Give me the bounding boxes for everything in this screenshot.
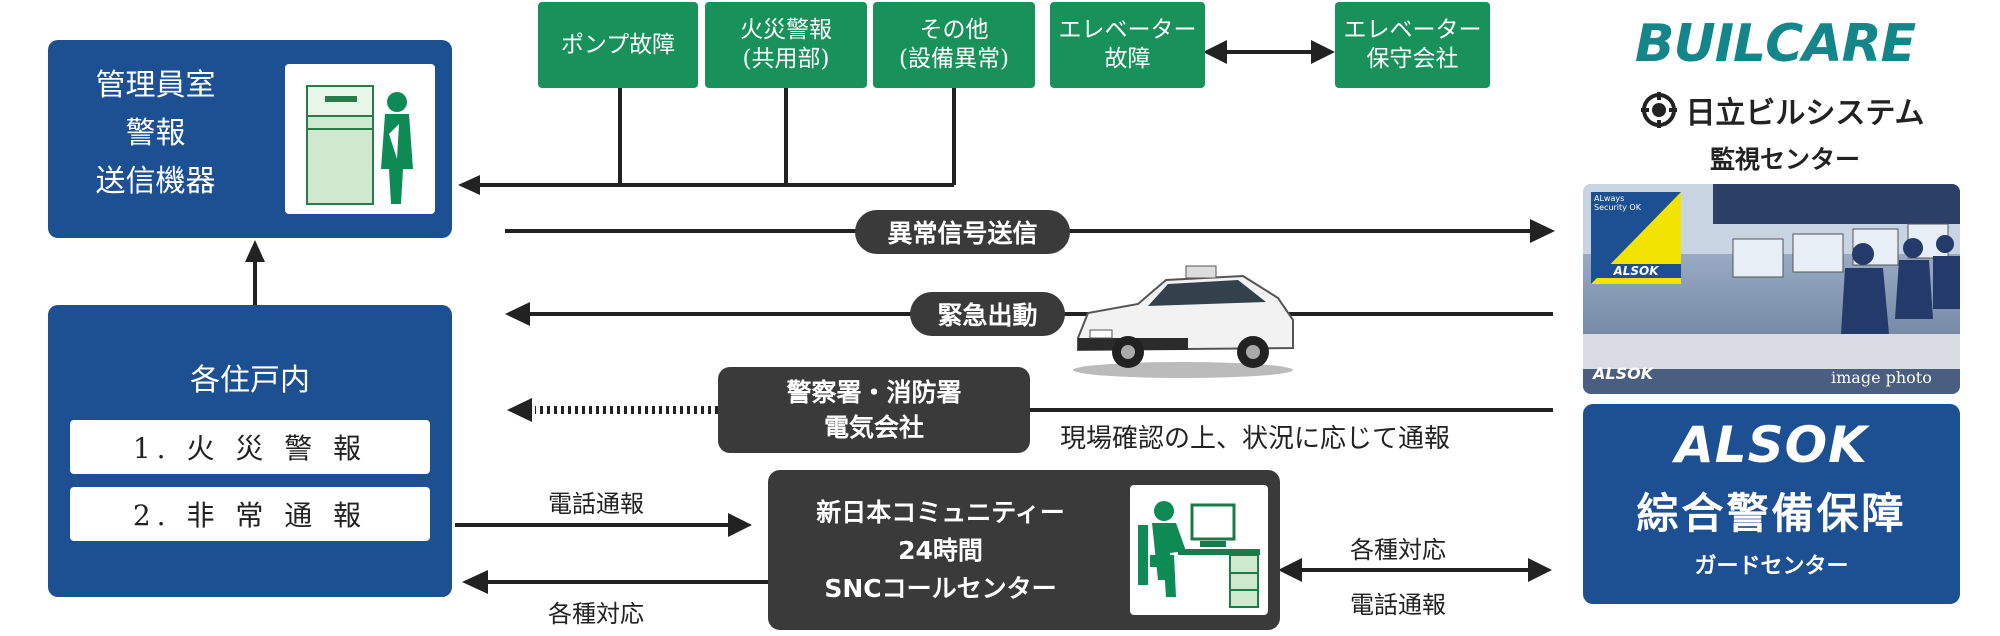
response-label-left: 各種対応 xyxy=(548,600,644,628)
pump-failure-label: ポンプ故障 xyxy=(560,31,676,58)
other-equipment-box: その他 (設備異常) xyxy=(873,2,1035,88)
hitachi-company-name: 日立ビルシステム xyxy=(1685,96,1925,131)
manager-room-text: 管理員室 警報 送信機器 xyxy=(48,62,263,206)
emergency-dispatch-pill: 緊急出動 xyxy=(910,292,1065,336)
arrowhead-call-right xyxy=(1528,558,1552,582)
call-center-line2: 24時間 xyxy=(898,536,983,565)
alsok-control-room-photo: ALways Security OK ALSOK ALSOK image pho… xyxy=(1583,184,1960,394)
control-room-scene xyxy=(1583,184,1960,394)
alarm-device-illustration xyxy=(285,64,435,214)
elevator-maint-label-1: エレベーター xyxy=(1343,17,1482,44)
alsok-company-name: 綜合警備保障 xyxy=(1636,489,1907,538)
builcare-logo: BUILCARE xyxy=(1634,14,1916,74)
arrowhead-phone xyxy=(728,513,752,537)
hitachi-company-row: 日立ビルシステム xyxy=(1628,88,1938,132)
arrowhead-up xyxy=(245,240,265,262)
other-label-1: その他 xyxy=(919,17,989,44)
police-fire-line1: 警察署・消防署 xyxy=(786,378,962,407)
response-label-right: 各種対応 xyxy=(1350,536,1446,564)
hitachi-emblem-icon xyxy=(1641,92,1678,128)
fire-common-label-1: 火災警報 xyxy=(740,17,832,44)
police-fire-line2: 電気会社 xyxy=(823,413,924,442)
arrowhead-response xyxy=(462,570,488,594)
elevator-maint-label-2: 保守会社 xyxy=(1366,46,1459,72)
image-photo-caption: image photo xyxy=(1831,368,1932,387)
fire-common-box: 火災警報 (共用部) xyxy=(705,2,867,88)
elevator-fault-box: エレベーター 故障 xyxy=(1050,2,1205,88)
elevator-maintenance-box: エレベーター 保守会社 xyxy=(1335,2,1490,88)
confirm-report-label: 現場確認の上、状況に応じて通報 xyxy=(1060,424,1451,454)
arrowhead-abnormal xyxy=(1530,219,1555,243)
arrowhead-elev-left xyxy=(1203,40,1227,64)
alsok-photo-sign: ALSOK xyxy=(1593,364,1654,383)
arrowhead-emergency xyxy=(505,302,530,326)
call-center-line1: 新日本コミュニティー xyxy=(816,498,1065,527)
manager-room-box: 管理員室 警報 送信機器 xyxy=(48,40,452,238)
alsok-photo-panel: ALways Security OK ALSOK xyxy=(1591,192,1681,284)
arrowhead-call-left xyxy=(1278,558,1302,582)
arrowhead-police xyxy=(507,398,532,422)
elevator-fault-label-1: エレベーター xyxy=(1058,17,1197,44)
patrol-car-image xyxy=(1073,265,1294,378)
alsok-photo-panel-logo: ALSOK xyxy=(1591,264,1681,278)
alsok-logo: ALSOK xyxy=(1675,416,1868,474)
alsok-guard-center-box: ALSOK 綜合警備保障 ガードセンター xyxy=(1583,404,1960,604)
guard-center-label: ガードセンター xyxy=(1694,554,1849,579)
residence-box: 各住戸内 1. 火 災 警 報 2. 非 常 通 報 xyxy=(48,305,452,597)
call-center-text: 新日本コミュニティー 24時間 SNCコールセンター xyxy=(768,494,1113,608)
abnormal-signal-pill: 異常信号送信 xyxy=(855,210,1070,254)
elevator-fault-label-2: 故障 xyxy=(1104,46,1151,72)
other-label-2: (設備異常) xyxy=(899,46,1009,72)
alarm-panel-icon xyxy=(306,85,413,205)
operator-illustration xyxy=(1130,485,1268,615)
phone-report-label-right: 電話通報 xyxy=(1350,591,1446,619)
call-center-box: 新日本コミュニティー 24時間 SNCコールセンター xyxy=(768,470,1280,630)
call-center-line3: SNCコールセンター xyxy=(824,574,1057,603)
manager-room-line1: 管理員室 xyxy=(95,68,216,103)
alsok-photo-panel-text: ALways Security OK xyxy=(1594,194,1641,212)
phone-report-label-left: 電話通報 xyxy=(548,490,644,518)
manager-room-line2: 警報 xyxy=(125,116,186,151)
monitoring-center-label: 監視センター xyxy=(1709,145,1860,174)
operator-desk-icon xyxy=(1138,501,1260,608)
arrowhead-elev-right xyxy=(1311,40,1335,64)
manager-room-line3: 送信機器 xyxy=(95,164,216,199)
pump-failure-box: ポンプ故障 xyxy=(538,2,698,88)
emergency-call-item: 2. 非 常 通 報 xyxy=(70,487,430,541)
fire-alarm-item: 1. 火 災 警 報 xyxy=(70,420,430,474)
police-fire-electric-pill: 警察署・消防署 電気会社 xyxy=(718,367,1030,453)
arrowhead-manager xyxy=(458,175,480,195)
residence-title: 各住戸内 xyxy=(190,363,310,398)
fire-common-label-2: (共用部) xyxy=(742,46,830,72)
